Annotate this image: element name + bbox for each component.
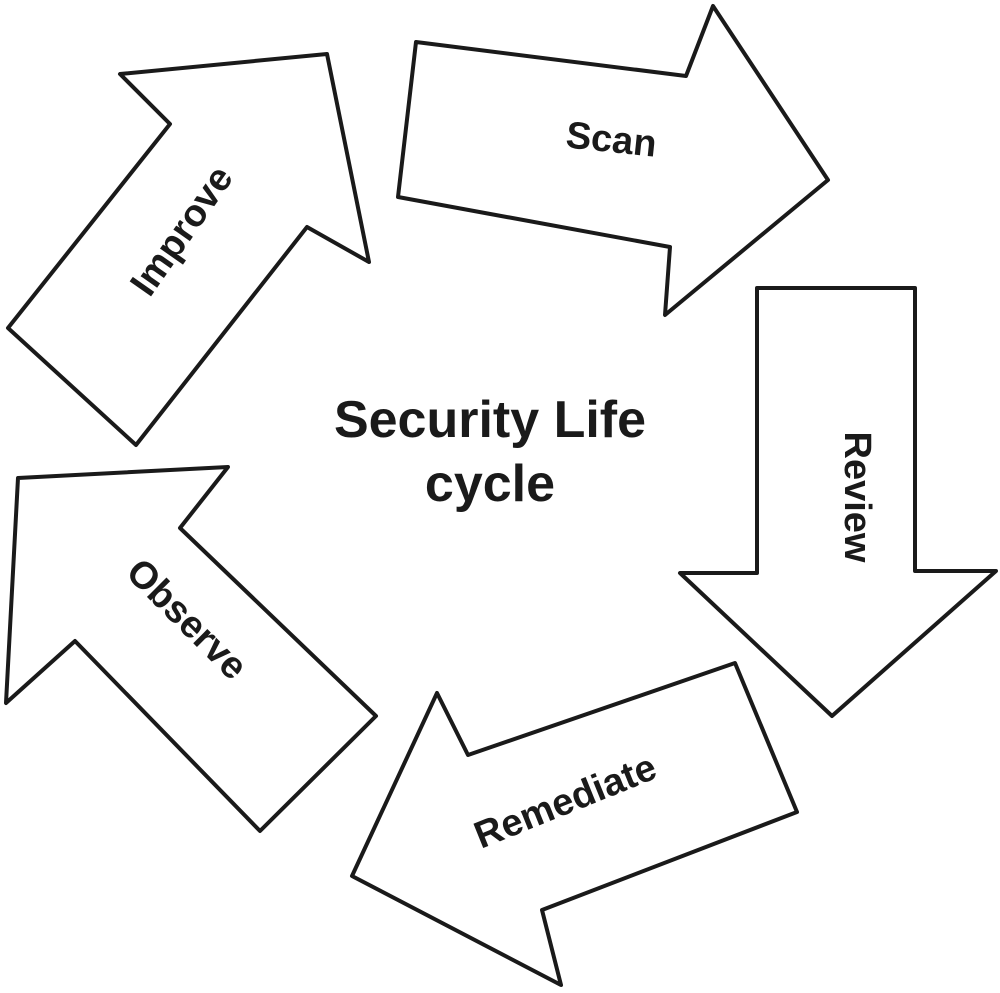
improve-arrow: Improve xyxy=(6,52,371,447)
observe-arrow-shape xyxy=(4,465,378,833)
improve-arrow-shape xyxy=(6,52,371,447)
observe-arrow: Observe xyxy=(4,465,378,833)
review-arrow-shape xyxy=(678,286,998,718)
diagram-title-line-2: cycle xyxy=(424,455,556,513)
remediate-arrow: Remediate xyxy=(350,661,799,987)
diagram-title-line-1: Security Life xyxy=(333,391,647,449)
diagram-title: Security Life cycle xyxy=(250,388,730,516)
scan-arrow: Scan xyxy=(396,4,830,317)
review-label: Review xyxy=(836,432,878,563)
remediate-arrow-shape xyxy=(350,661,799,987)
scan-arrow-shape xyxy=(396,4,830,317)
review-arrow: Review xyxy=(678,286,998,718)
scan-label: Scan xyxy=(564,114,659,165)
